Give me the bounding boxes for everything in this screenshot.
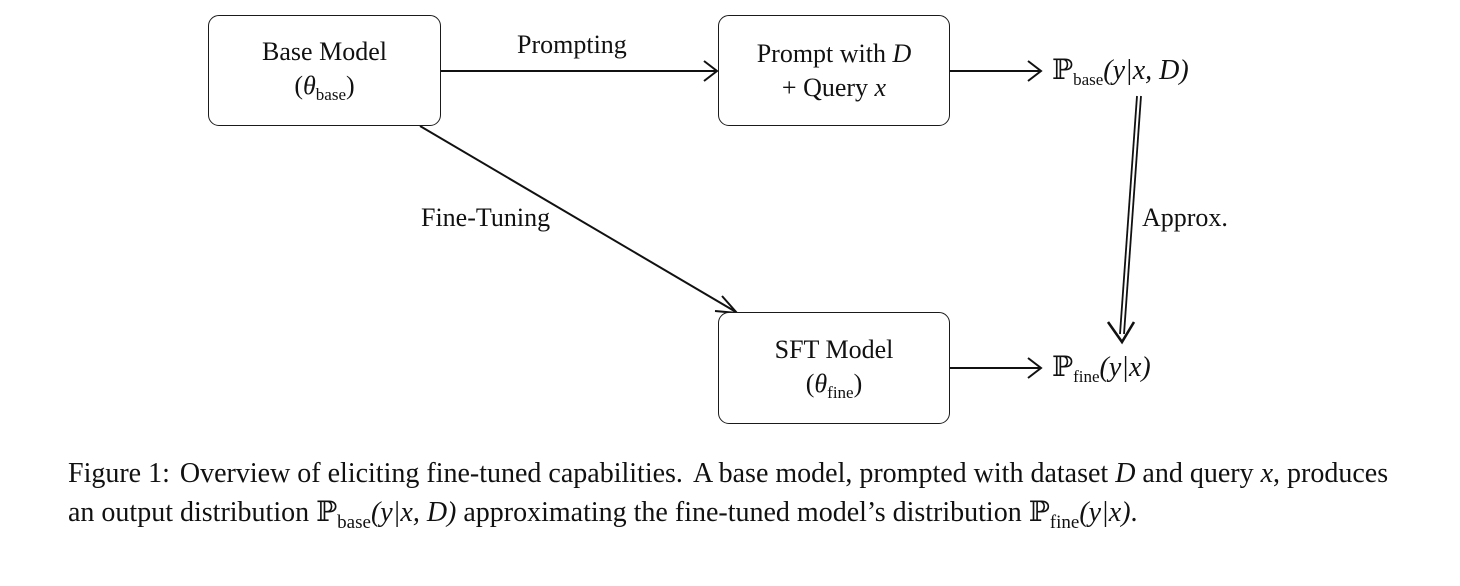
p-fine-args: (y|x) (1099, 352, 1151, 383)
prompt-node: Prompt with D + Query x (718, 15, 950, 126)
base-model-node: Base Model (θbase) (208, 15, 441, 126)
caption-label: Figure 1: (68, 458, 170, 489)
caption-part3: and query (1142, 458, 1254, 489)
base-model-param: (θbase) (294, 71, 355, 104)
p-base-symbol: ℙ (1052, 53, 1074, 86)
sft-model-node: SFT Model (θfine) (718, 312, 950, 424)
caption-p-base-sub: base (337, 512, 371, 533)
prompt-var-x: x (874, 72, 887, 102)
prompt-line-2: + Query x (782, 71, 886, 105)
p-base-sub: base (1073, 70, 1104, 89)
edge-prompting-arrow (441, 60, 719, 82)
base-model-title: Base Model (262, 37, 387, 66)
sft-model-title: SFT Model (774, 334, 894, 364)
output-p-base: ℙbase(y|x, D) (1052, 53, 1189, 91)
figure-caption: Figure 1: Overview of eliciting fine-tune… (68, 455, 1398, 535)
edge-sft-to-pfine-arrow (950, 357, 1043, 379)
prompt-line-2-text: + Query (781, 72, 875, 102)
caption-var-d: D (1115, 458, 1136, 489)
diagram-canvas (419, 60, 1142, 379)
p-fine-sub: fine (1073, 367, 1100, 386)
sft-model-theta-sub: fine (827, 382, 854, 402)
edge-approx-double-arrow (1106, 95, 1142, 345)
caption-p-fine-symbol: ℙ (1028, 495, 1050, 528)
caption-var-x: x (1260, 458, 1274, 489)
caption-part5: approximating the fine-tuned model’s dis… (463, 497, 1022, 528)
edge-label-prompting: Prompting (517, 30, 627, 59)
prompt-line-1-text: Prompt with (756, 38, 893, 68)
p-fine-symbol: ℙ (1052, 350, 1074, 383)
caption-part4: , produces an output distribution (68, 458, 1389, 528)
caption-p-base-symbol: ℙ (316, 495, 338, 528)
caption-p-fine-sub: fine (1049, 512, 1080, 533)
caption-part2: A base model, prompted with dataset (692, 458, 1109, 489)
prompt-line-1: Prompt with D (757, 37, 912, 71)
sft-model-param: (θfine) (805, 368, 863, 402)
base-model-theta: θ (303, 71, 316, 100)
caption-part1: Overview of eliciting fine-tuned capabil… (179, 458, 683, 489)
caption-p-base-args: (y|x, D) (370, 497, 457, 528)
prompt-var-d: D (892, 38, 912, 68)
edge-label-fine-tuning: Fine-Tuning (421, 203, 551, 232)
edge-label-approx: Approx. (1142, 203, 1228, 232)
p-base-args: (y|x, D) (1103, 55, 1189, 86)
sft-model-theta: θ (814, 368, 828, 398)
caption-p-fine-args: (y|x) (1079, 497, 1131, 528)
output-p-fine: ℙfine(y|x) (1052, 350, 1151, 388)
base-model-theta-sub: base (315, 85, 346, 104)
edge-prompt-to-pbase-arrow (950, 60, 1043, 82)
caption-end: . (1130, 497, 1138, 528)
